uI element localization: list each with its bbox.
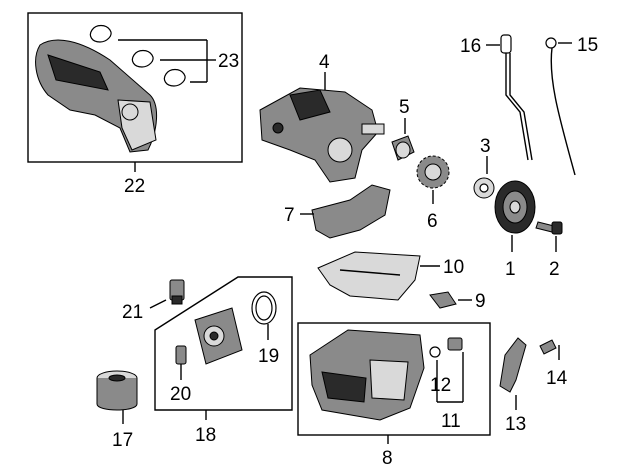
callout-20: 20 (170, 384, 191, 405)
callout-1: 1 (505, 259, 516, 280)
drain-plug[interactable] (447, 337, 463, 351)
callout-16: 16 (460, 36, 481, 57)
dipstick-tube[interactable] (500, 34, 533, 161)
callout-18: 18 (195, 425, 216, 446)
callout-13: 13 (505, 414, 526, 435)
callout-23: 23 (218, 51, 239, 72)
callout-5: 5 (399, 97, 410, 118)
manifold-gaskets[interactable] (89, 24, 186, 87)
intake-manifold[interactable] (35, 39, 157, 153)
callout-3: 3 (480, 136, 491, 157)
washer[interactable] (473, 177, 495, 199)
callout-7: 7 (284, 205, 295, 226)
callout-15: 15 (577, 35, 598, 56)
callout-11: 11 (441, 411, 461, 432)
callout-23-leaders (118, 39, 216, 83)
callout-22: 22 (124, 176, 145, 197)
oil-elbow[interactable] (429, 291, 457, 309)
oil-pressure-sensor[interactable] (169, 279, 185, 305)
sprocket-gear[interactable] (416, 155, 450, 189)
bracket-bolt[interactable] (539, 339, 557, 355)
pulley-bolt[interactable] (535, 221, 563, 235)
callout-17: 17 (112, 430, 133, 451)
callout-8: 8 (382, 448, 393, 469)
crankshaft-pulley[interactable] (494, 180, 536, 234)
callout-10: 10 (443, 257, 464, 278)
windage-tray[interactable] (317, 251, 421, 301)
oil-filter[interactable] (96, 370, 138, 411)
oil-dipstick[interactable] (545, 37, 576, 176)
part-5-bushing[interactable] (391, 135, 415, 161)
callout-12: 12 (430, 375, 451, 396)
oil-baffle[interactable] (311, 184, 391, 239)
callout-4: 4 (319, 52, 330, 73)
cooler-gasket[interactable] (251, 291, 277, 325)
callout-labels: 1 2 3 4 5 6 7 8 9 10 11 12 13 14 15 16 1… (112, 35, 598, 469)
callout-21: 21 (122, 302, 143, 323)
callout-21-leader (149, 299, 167, 309)
callout-6: 6 (427, 211, 438, 232)
oil-pan-group-frame (297, 322, 491, 436)
callout-14: 14 (546, 368, 568, 389)
drain-plug-washer[interactable] (429, 346, 441, 358)
callout-19: 19 (258, 346, 279, 367)
callout-9: 9 (475, 291, 486, 312)
callout-11-12-leaders (436, 352, 464, 403)
oil-cooler[interactable] (194, 307, 243, 365)
oil-pan[interactable] (309, 329, 425, 421)
cooler-bolt[interactable] (175, 345, 187, 365)
oil-pump-assembly[interactable] (259, 87, 385, 183)
callout-2: 2 (549, 259, 560, 280)
oil-cooler-group-frame (154, 276, 293, 411)
mount-bracket[interactable] (499, 337, 527, 393)
